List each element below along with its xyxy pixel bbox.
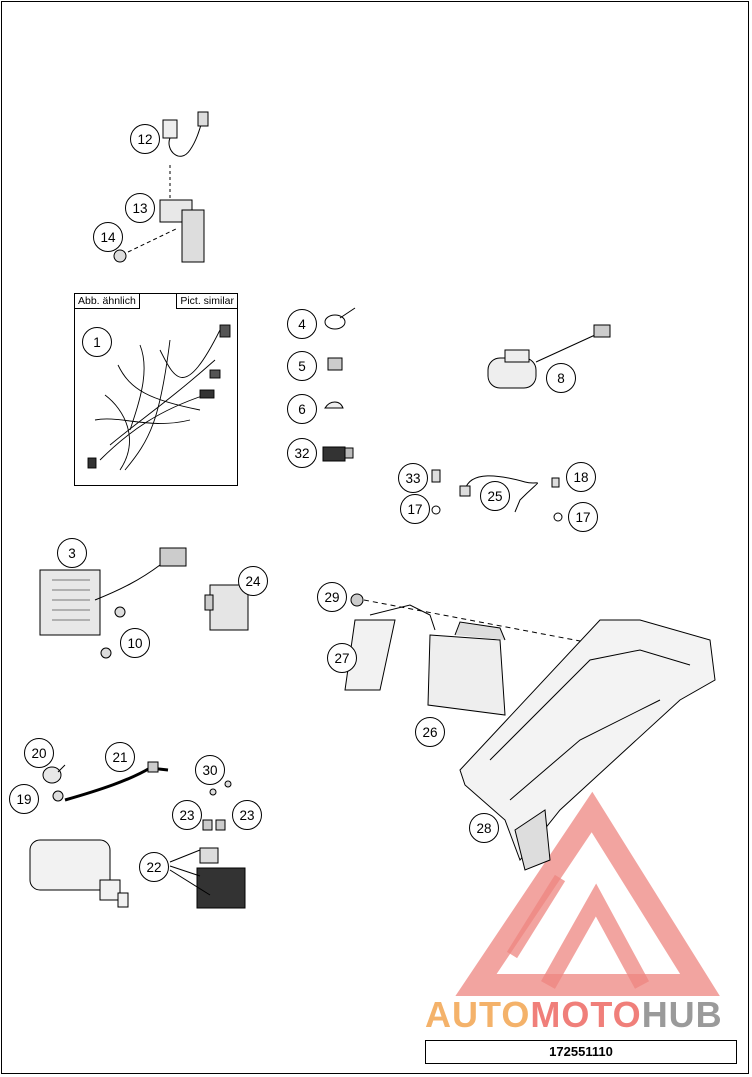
callout-29[interactable]: 29: [317, 582, 347, 612]
callout-12[interactable]: 12: [130, 124, 160, 154]
starter-cable-21: [42, 761, 169, 802]
callout-20[interactable]: 20: [24, 738, 54, 768]
callout-33[interactable]: 33: [398, 463, 428, 493]
callout-3[interactable]: 3: [57, 538, 87, 568]
watermark-logo: AUTOMOTOHUB: [425, 994, 723, 1036]
regulator-3: [39, 547, 187, 659]
small-parts: [322, 307, 356, 462]
illustration-similar-label-en: Pict. similar: [176, 294, 237, 309]
callout-4[interactable]: 4: [287, 309, 317, 339]
callout-6[interactable]: 6: [287, 394, 317, 424]
starter-relay-22: [169, 780, 246, 909]
diagram-part-number: 172551110: [425, 1040, 737, 1064]
callout-18[interactable]: 18: [566, 462, 596, 492]
wiring-harness: [87, 324, 231, 471]
callout-32[interactable]: 32: [287, 438, 317, 468]
fuse-box-24: [204, 584, 249, 631]
watermark-text-moto: MOTO: [530, 994, 642, 1035]
callout-23-left[interactable]: 23: [172, 800, 202, 830]
callout-21[interactable]: 21: [105, 742, 135, 772]
callout-8[interactable]: 8: [546, 363, 576, 393]
ground-cable-25: [431, 469, 563, 522]
watermark-triangle: [455, 791, 720, 996]
callout-26[interactable]: 26: [415, 717, 445, 747]
callout-30[interactable]: 30: [195, 755, 225, 785]
battery-area: [344, 593, 716, 871]
watermark-text-hub: HUB: [641, 994, 723, 1035]
callout-10[interactable]: 10: [120, 628, 150, 658]
watermark-text-auto: AUTO: [425, 994, 531, 1035]
callout-25[interactable]: 25: [480, 481, 510, 511]
illustration-similar-label-de: Abb. ähnlich: [75, 294, 140, 309]
ignition-switch-group: [113, 111, 209, 263]
callout-1[interactable]: 1: [82, 327, 112, 357]
callout-28[interactable]: 28: [469, 813, 499, 843]
callout-27[interactable]: 27: [327, 643, 357, 673]
callout-19[interactable]: 19: [9, 784, 39, 814]
callout-17-left[interactable]: 17: [400, 494, 430, 524]
callout-24[interactable]: 24: [238, 566, 268, 596]
callout-22[interactable]: 22: [139, 852, 169, 882]
callout-13[interactable]: 13: [125, 193, 155, 223]
callout-17-right[interactable]: 17: [568, 502, 598, 532]
callout-5[interactable]: 5: [287, 351, 317, 381]
callout-14[interactable]: 14: [93, 222, 123, 252]
harness-illustration-box: Abb. ähnlich Pict. similar: [74, 293, 238, 486]
callout-23-right[interactable]: 23: [232, 800, 262, 830]
starter-motor: [29, 839, 129, 908]
relay-8: [487, 324, 611, 389]
